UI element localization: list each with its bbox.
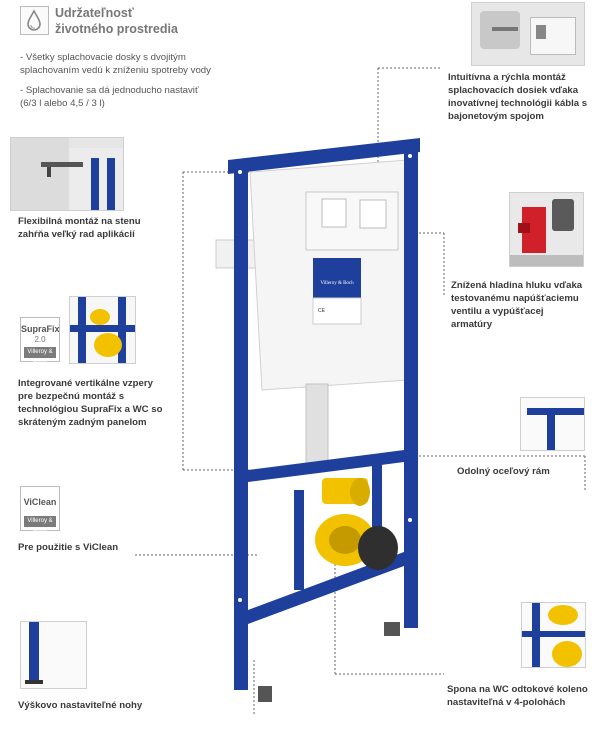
suprafix-name: SupraFix: [21, 324, 60, 334]
bullet2-line1: - Splachovanie sa dá jednoducho nastaviť: [20, 85, 199, 96]
cable-line1: Intuitívna a rýchla montáž: [448, 72, 566, 83]
frame-inner-support-right: [372, 462, 382, 554]
viclean-name: ViClean: [23, 497, 57, 507]
elbow-line1: Spona na WC odtokové koleno: [447, 684, 588, 695]
viclean-badge: ViClean Villeroy & Boch: [20, 486, 60, 535]
brand-label: Villeroy & Boch: [24, 347, 56, 366]
elbow-clamp-photo: [521, 602, 586, 668]
sustainability-title-line1: Udržateľnosť: [55, 6, 134, 20]
foot-right: [384, 622, 400, 636]
suprafix-line3: technológiou SupraFix a WC so: [18, 404, 163, 415]
tank-label-brand: Villeroy & Boch: [320, 281, 354, 286]
sustainability-title-line2: životného prostredia: [55, 22, 178, 36]
frame-diagonal-strut: [248, 552, 404, 624]
water-drop-icon: [20, 6, 49, 35]
frame-right-upright: [404, 148, 418, 628]
frame-top-crossbar: [228, 138, 420, 174]
flush-pipe: [305, 383, 329, 465]
flex-mount-line2: zahŕňa veľký rad aplikácií: [18, 229, 135, 240]
noise-line3: ventilu a vypúšťacej: [451, 306, 544, 317]
noise-line2: testovanému napúšťaciemu: [451, 293, 579, 304]
drain-rear: [358, 526, 398, 570]
cable-line3: inovatívnej technológii kábla s: [448, 98, 588, 109]
cable-line2: splachovacích dosiek vďaka: [448, 85, 579, 96]
noise-line1: Znížená hladina hluku vďaka: [451, 280, 583, 291]
cable-mount-photo: [471, 2, 585, 66]
fill-valve-photo: [509, 192, 584, 267]
tank-label: [313, 258, 361, 298]
suprafix-line4: skráteným zadným panelom: [18, 417, 147, 428]
suprafix-badge: SupraFix 2.0 Villeroy & Boch: [20, 317, 60, 366]
brand-label: Villeroy & Boch: [24, 516, 56, 535]
frame-inner-support-left: [294, 490, 304, 590]
steel-frame-photo: [520, 397, 585, 451]
wall-mount-photo: [10, 137, 124, 211]
frame-middle-crossbar: [248, 450, 404, 482]
foot-left: [258, 686, 272, 702]
tank-label-ce: CE: [318, 308, 326, 314]
bullet2-line2: (6/3 l alebo 4,5 / 3 l): [20, 98, 105, 109]
elbow-line2: nastaviteľná v 4-polohách: [447, 697, 566, 708]
bullet1-line2: splachovaním vedú k zníženiu spotreby vo…: [20, 65, 211, 76]
bullet1-line1: - Všetky splachovacie dosky s dvojitým: [20, 52, 186, 63]
suprafix-photo: [69, 296, 136, 364]
frame-left-upright: [234, 162, 248, 690]
sustainability-header: Udržateľnosť životného prostredia: [20, 4, 260, 40]
cable-line4: bajonetovým spojom: [448, 111, 544, 122]
flex-mount-line1: Flexibilná montáž na stenu: [18, 216, 141, 227]
suprafix-line2: pre bezpečnú montáž s: [18, 391, 125, 402]
adjustable-feet-text: Výškovo nastaviteľné nohy: [18, 700, 143, 711]
adjustable-feet-photo: [20, 621, 87, 689]
viclean-text: Pre použitie s ViClean: [18, 542, 119, 553]
steel-frame-text: Odolný oceľový rám: [457, 466, 550, 477]
suprafix-version: 2.0: [34, 335, 46, 344]
noise-line4: armatúry: [451, 319, 493, 330]
suprafix-line1: Integrované vertikálne vzpery: [18, 378, 153, 389]
